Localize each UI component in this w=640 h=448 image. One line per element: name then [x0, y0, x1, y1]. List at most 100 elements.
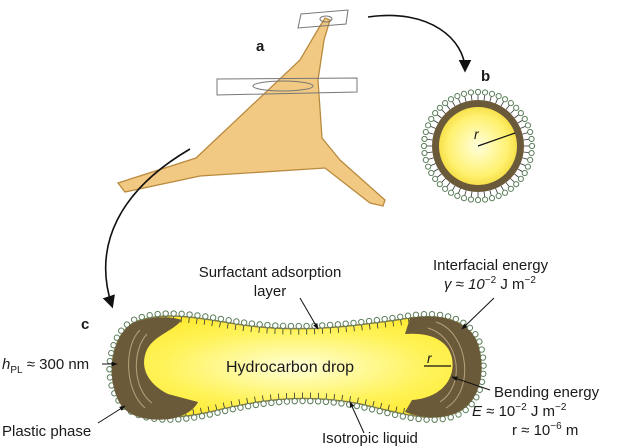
surfactant-head — [508, 101, 513, 106]
surfactant-head — [273, 323, 278, 328]
hydrocarbon-drop-label: Hydrocarbon drop — [226, 359, 354, 377]
surfactant-head — [230, 407, 235, 412]
radius-value: r ≈ 10−6 m — [512, 422, 578, 440]
surfactant-label-line2: layer — [170, 283, 370, 301]
surfactant-head — [522, 116, 527, 121]
surfactant-head — [468, 90, 473, 95]
surfactant-head — [468, 197, 473, 202]
surfactant-head — [327, 322, 332, 327]
surfactant-head — [276, 399, 281, 404]
surfactant-head — [502, 97, 507, 102]
surfactant-head — [107, 367, 112, 372]
surfactant-head — [207, 412, 212, 417]
surfactant-head — [331, 400, 336, 405]
surfactant-head — [392, 412, 397, 417]
surfactant-head — [163, 311, 168, 316]
surfactant-head — [529, 150, 534, 155]
surfactant-head — [496, 193, 501, 198]
surfactant-head — [423, 129, 428, 134]
surfactant-head — [284, 399, 289, 404]
surfactant-head — [179, 311, 184, 316]
surfactant-head — [437, 312, 442, 317]
surfactant-head — [496, 94, 501, 99]
panel-label-b: b — [481, 68, 490, 86]
surfactant-head — [245, 404, 250, 409]
pointer-plastic — [98, 406, 125, 423]
surfactant-head — [421, 312, 426, 317]
surfactant-head — [455, 94, 460, 99]
surfactant-head — [424, 417, 429, 422]
circular-drop-b — [421, 89, 534, 202]
surfactant-head — [489, 91, 494, 96]
surfactant-head — [518, 176, 523, 181]
surfactant-head — [528, 157, 533, 162]
surfactant-head — [413, 312, 418, 317]
surfactant-head — [480, 355, 485, 360]
panel-label-c: c — [81, 316, 89, 334]
surfactant-head — [171, 311, 176, 316]
surfactant-head — [477, 339, 482, 344]
surfactant-head — [111, 343, 116, 348]
surfactant-head — [195, 313, 200, 318]
surfactant-head — [525, 164, 530, 169]
surfactant-head — [481, 363, 486, 368]
surfactant-head — [475, 89, 480, 94]
surfactant-head — [155, 311, 160, 316]
surfactant-head — [210, 315, 215, 320]
surfactant-head — [518, 111, 523, 116]
plastic-layer-thickness: hPL ≈ 300 nm — [2, 356, 89, 374]
surfactant-head — [107, 358, 112, 363]
surfactant-head — [479, 347, 484, 352]
surfactant-head — [234, 319, 239, 324]
isotropic-liquid-label: Isotropic liquid — [322, 430, 418, 448]
surfactant-head — [400, 414, 405, 419]
surfactant-head — [359, 319, 364, 324]
interfacial-energy-value: γ ≈ 10−2 J m−2 — [444, 276, 536, 294]
surfactant-head — [443, 186, 448, 191]
surfactant-head — [191, 415, 196, 420]
surfactant-head — [184, 416, 189, 421]
surfactant-head — [529, 143, 534, 148]
surfactant-head — [377, 409, 382, 414]
surfactant-head — [408, 415, 413, 420]
surfactant-head — [398, 314, 403, 319]
surfactant-head — [482, 90, 487, 95]
radius-label-c: r — [427, 349, 432, 367]
surfactant-head — [426, 123, 431, 128]
surfactant-head — [508, 186, 513, 191]
surfactant-head — [343, 321, 348, 326]
surfactant-head — [461, 196, 466, 201]
surfactant-head — [437, 105, 442, 110]
surfactant-head — [249, 321, 254, 326]
surfactant-head — [335, 322, 340, 327]
surfactant-head — [261, 401, 266, 406]
surfactant-head — [433, 176, 438, 181]
surfactant-head — [109, 350, 114, 355]
surfactant-head — [253, 402, 258, 407]
surfactant-head — [339, 401, 344, 406]
surfactant-head — [203, 314, 208, 319]
surfactant-head — [445, 314, 450, 319]
surfactant-head — [423, 157, 428, 162]
surfactant-head — [218, 316, 223, 321]
surfactant-head — [382, 316, 387, 321]
surfactant-head — [269, 400, 274, 405]
surfactant-head — [222, 408, 227, 413]
surfactant-head — [525, 123, 530, 128]
surfactant-head — [448, 97, 453, 102]
surfactant-head — [429, 312, 434, 317]
surfactant-head — [265, 322, 270, 327]
surfactant-head — [475, 197, 480, 202]
surfactant-head — [199, 413, 204, 418]
surfactant-head — [422, 136, 427, 141]
surfactant-head — [522, 170, 527, 175]
bending-energy-title: Bending energy — [494, 384, 599, 402]
surfactant-head — [440, 416, 445, 421]
surfactant-head — [257, 322, 262, 327]
surfactant-head — [308, 398, 313, 403]
plateau-border-cell — [118, 18, 385, 206]
surfactant-head — [390, 315, 395, 320]
surfactant-head — [238, 405, 243, 410]
surfactant-head — [292, 398, 297, 403]
panel-label-a: a — [256, 38, 264, 56]
